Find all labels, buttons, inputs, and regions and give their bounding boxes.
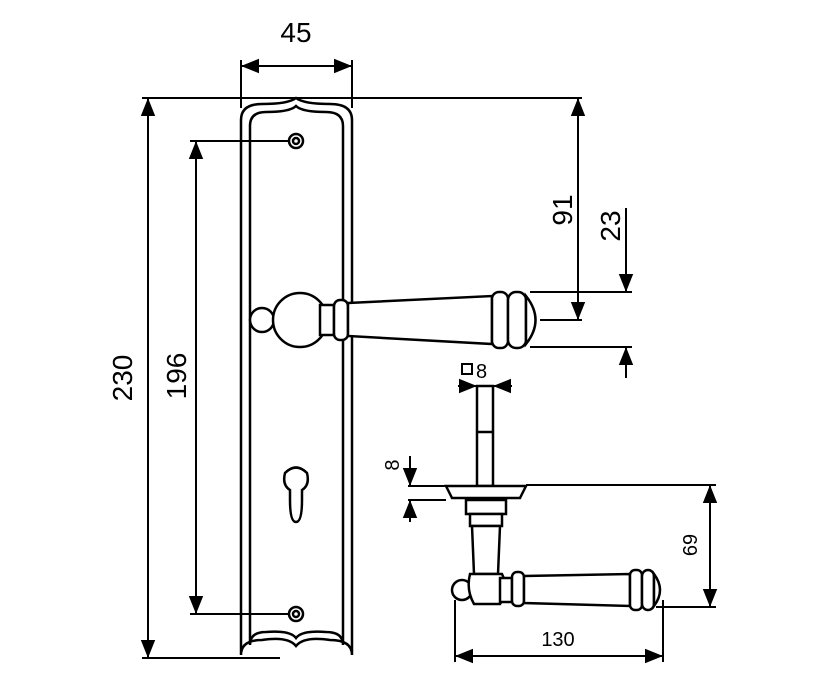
- lever-handle-front: [248, 290, 537, 350]
- side-view: [443, 384, 662, 612]
- dim-rose-thickness: 8: [382, 459, 404, 470]
- dimension-lines: [140, 58, 718, 664]
- dim-lever-length: 130: [541, 629, 574, 651]
- square-symbol-icon: [461, 363, 473, 375]
- dim-plate-width: 45: [280, 17, 311, 48]
- dim-plate-height: 230: [107, 355, 138, 402]
- dim-lever-thickness: 23: [595, 210, 626, 241]
- back-plate: [239, 96, 354, 656]
- dim-hole-spacing: 196: [161, 353, 192, 400]
- dim-spindle-square: 8: [476, 361, 487, 383]
- screw-hole-bottom: [287, 605, 305, 623]
- keyhole: [282, 466, 310, 524]
- dim-lever-projection: 69: [680, 534, 702, 556]
- screw-hole-top: [287, 132, 305, 150]
- dim-top-to-lever: 91: [547, 194, 578, 225]
